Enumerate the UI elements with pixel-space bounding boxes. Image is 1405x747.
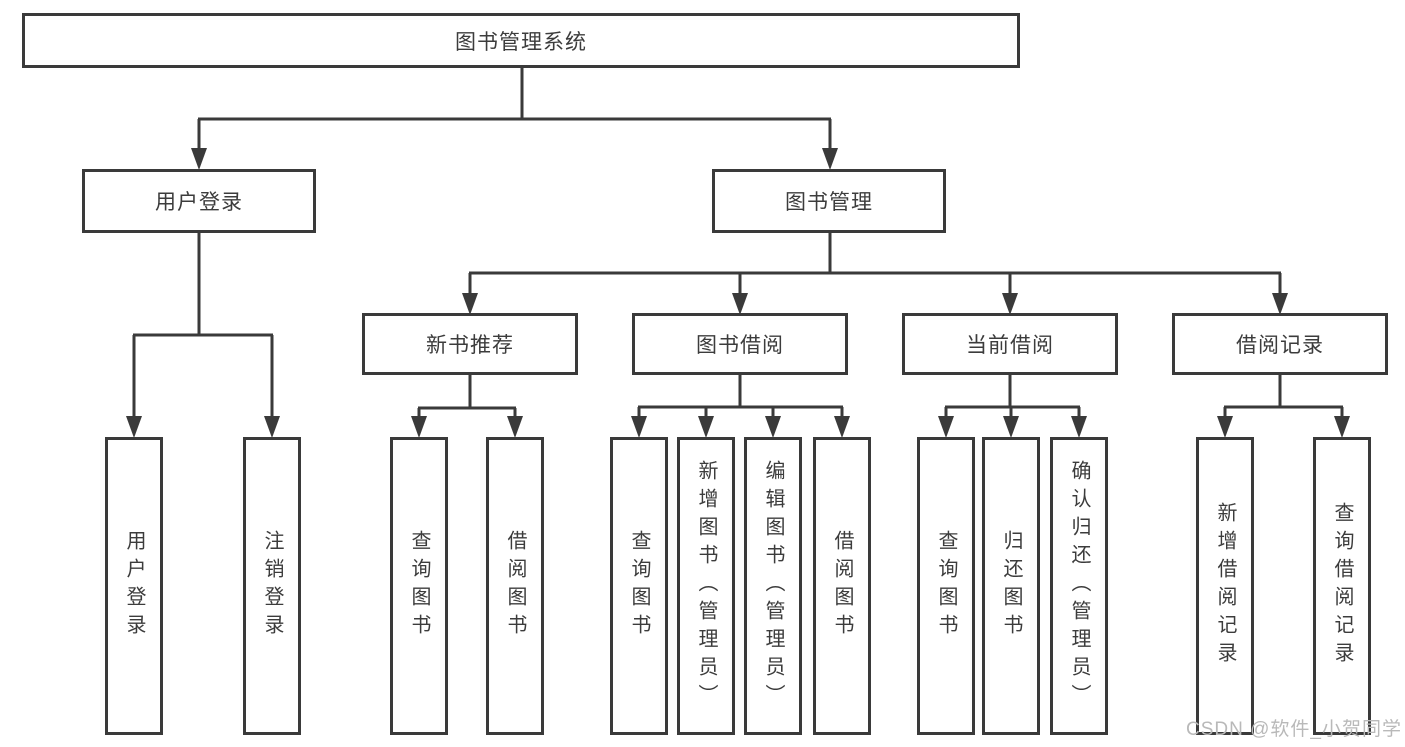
node-leaf-borrow-books-1: 借阅图书 [486,437,544,735]
node-leaf-add-books-admin: 新增图书（管理员） [677,437,735,735]
connector-new-books-children [411,373,523,438]
node-current-borrowing: 当前借阅 [902,313,1118,375]
node-root: 图书管理系统 [22,13,1020,68]
connector-book-borrow-children [631,373,850,438]
node-leaf-logout: 注销登录 [243,437,301,735]
connector-user-login-children [126,231,280,438]
node-leaf-edit-books-admin: 编辑图书（管理员） [744,437,802,735]
node-leaf-add-borrow-record: 新增借阅记录 [1196,437,1254,735]
node-leaf-return-books: 归还图书 [982,437,1040,735]
node-book-management: 图书管理 [712,169,946,233]
node-leaf-confirm-return-admin: 确认归还（管理员） [1050,437,1108,735]
node-leaf-query-books-1: 查询图书 [390,437,448,735]
node-book-borrowing: 图书借阅 [632,313,848,375]
node-new-book-recommend: 新书推荐 [362,313,578,375]
node-leaf-borrow-books-2: 借阅图书 [813,437,871,735]
node-leaf-query-borrow-record: 查询借阅记录 [1313,437,1371,735]
connector-root-to-level2 [191,66,838,170]
node-leaf-query-books-3: 查询图书 [917,437,975,735]
connector-book-mgmt-children [462,231,1288,315]
node-borrow-records: 借阅记录 [1172,313,1388,375]
node-leaf-query-books-2: 查询图书 [610,437,668,735]
node-leaf-user-login: 用户登录 [105,437,163,735]
connector-borrow-records-children [1217,373,1350,438]
connector-current-borrow-children [938,373,1087,438]
csdn-watermark: CSDN @软件_小贺同学 [1186,719,1402,740]
node-user-login: 用户登录 [82,169,316,233]
